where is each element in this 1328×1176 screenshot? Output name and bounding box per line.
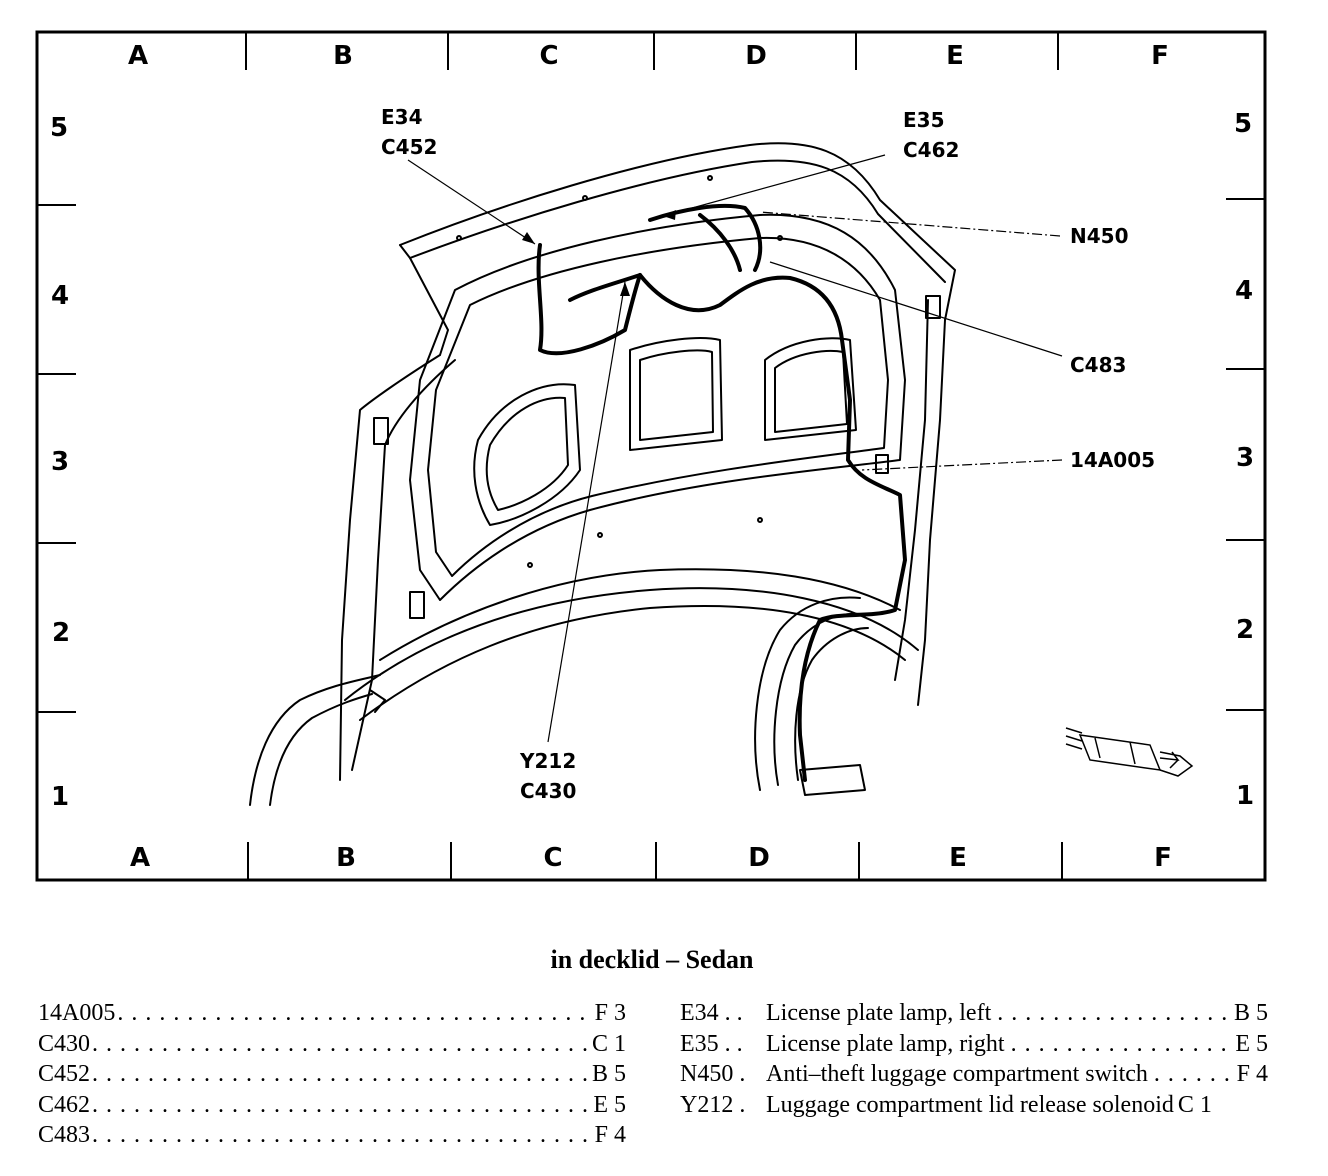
legend-code: E35 . . [680, 1030, 743, 1057]
leader-dots [90, 1061, 592, 1088]
col-label-f-top: F [1151, 41, 1169, 71]
legend-location: B 5 [591, 1061, 626, 1087]
col-label-a-bottom: A [130, 843, 150, 873]
legend-location: C 1 [1177, 1091, 1212, 1118]
decklid-drawing [249, 142, 956, 806]
legend-connectors: 14A005 F 3 C430 C 1 C452 B 5 C462 E 5 C4… [38, 1000, 626, 1153]
legend-row: 14A005 F 3 [38, 1000, 626, 1031]
leader-dots [1152, 1061, 1237, 1088]
diagram-frame [35, 30, 1267, 882]
col-label-d-top: D [745, 41, 767, 71]
row-label-4-right: 4 [1235, 276, 1253, 306]
left-row-ticks [37, 204, 76, 713]
legend-location: F 3 [594, 1000, 626, 1026]
legend-row: E34 . . License plate lamp, left B 5 [680, 1000, 1268, 1031]
callout-n450: N450 [1070, 224, 1129, 248]
callout-14a005: 14A005 [1070, 448, 1155, 472]
diagram-caption: in decklid – Sedan [550, 945, 754, 974]
row-label-4-left: 4 [51, 281, 69, 311]
right-row-ticks [1226, 198, 1265, 711]
row-label-2-left: 2 [52, 618, 70, 648]
row-label-1-right: 1 [1236, 781, 1254, 811]
legend-row: C452 B 5 [38, 1061, 626, 1092]
callout-e35: E35 [903, 108, 945, 132]
decklid-wiring-diagram: A B C D E F A B C D E F 5 4 3 2 1 5 4 3 … [35, 30, 1267, 882]
legend-row: E35 . . License plate lamp, right E 5 [680, 1031, 1268, 1062]
legend-description: Anti–theft luggage compartment switch [766, 1061, 1148, 1087]
wiring-harness [536, 203, 907, 782]
leader-dots [115, 1000, 594, 1027]
legend-row: C462 E 5 [38, 1092, 626, 1123]
leader-dots [90, 1031, 592, 1058]
legend-location: E 5 [593, 1091, 626, 1118]
leader-dots [90, 1122, 595, 1149]
leader-dots [90, 1092, 593, 1119]
legend-row: C430 C 1 [38, 1031, 626, 1062]
row-label-3-right: 3 [1236, 443, 1254, 473]
legend-location: C 1 [591, 1030, 626, 1057]
bottom-column-ticks [247, 842, 1063, 880]
callout-c452: C452 [381, 135, 437, 159]
col-label-e-bottom: E [949, 843, 967, 873]
callout-c462: C462 [903, 138, 959, 162]
legend-code: Y212 . [680, 1091, 746, 1118]
leader-dots [1009, 1031, 1236, 1058]
legend-code: N450 . [680, 1061, 746, 1087]
callout-e34: E34 [381, 105, 423, 129]
row-label-1-left: 1 [51, 782, 69, 812]
col-label-a-top: A [128, 41, 148, 71]
legend-description: License plate lamp, right [766, 1030, 1005, 1057]
legend-code: C483 [38, 1122, 91, 1148]
legend-location: E 5 [1235, 1030, 1268, 1057]
legend-code: E34 . . [680, 1000, 743, 1026]
legend-code: C462 [38, 1091, 91, 1118]
legend-location: F 4 [1236, 1061, 1268, 1087]
col-label-d-bottom: D [748, 843, 770, 873]
connector-icon [1065, 727, 1194, 777]
col-label-b-top: B [333, 41, 353, 71]
leader-dots [995, 1000, 1234, 1027]
legend-location: F 4 [594, 1122, 626, 1148]
row-label-5-right: 5 [1234, 109, 1252, 139]
legend-code: C430 [38, 1030, 91, 1057]
legend-description: License plate lamp, left [766, 1000, 992, 1026]
callout-y212: Y212 [519, 749, 576, 773]
col-label-c-bottom: C [543, 843, 562, 873]
callout-arrowheads [522, 210, 676, 296]
top-column-ticks [245, 32, 1059, 70]
col-label-e-top: E [946, 41, 964, 71]
row-label-2-right: 2 [1236, 615, 1254, 645]
col-label-f-bottom: F [1154, 843, 1172, 873]
col-label-c-top: C [539, 41, 558, 71]
col-label-b-bottom: B [336, 843, 356, 873]
callout-leaders [407, 154, 1063, 743]
legend-code: 14A005 [38, 1000, 116, 1026]
legend-code: C452 [38, 1061, 91, 1087]
row-label-3-left: 3 [51, 447, 69, 477]
legend-components: E34 . . License plate lamp, left B 5 E35… [680, 1000, 1268, 1122]
legend-row: Y212 . Luggage compartment lid release s… [680, 1092, 1268, 1123]
legend-row: N450 . Anti–theft luggage compartment sw… [680, 1061, 1268, 1092]
callout-c430: C430 [520, 779, 576, 803]
legend-description: Luggage compartment lid release solenoid [766, 1091, 1174, 1118]
legend-location: B 5 [1233, 1000, 1268, 1026]
legend-row: C483 F 4 [38, 1122, 626, 1153]
row-label-5-left: 5 [50, 113, 68, 143]
callout-c483: C483 [1070, 353, 1126, 377]
